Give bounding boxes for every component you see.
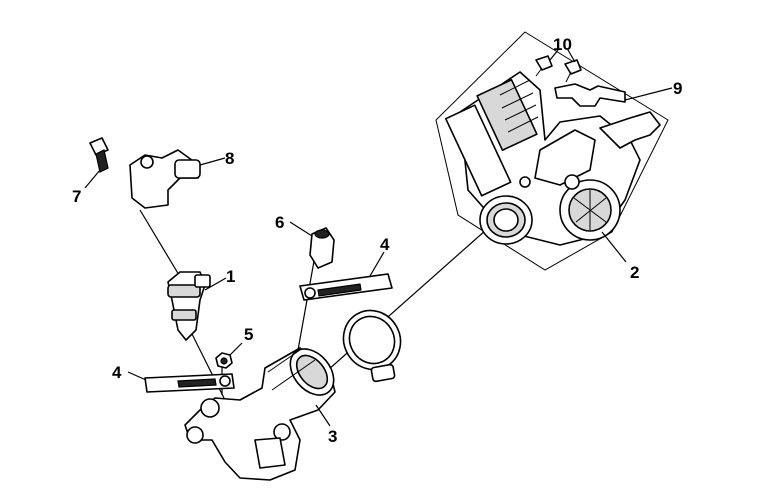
fuel-injector — [167, 271, 227, 341]
intake-manifold — [184, 347, 336, 481]
callout-1: 1 — [226, 267, 235, 286]
throttle-body-enclosure — [435, 31, 669, 271]
callout-4-lower: 4 — [112, 363, 122, 382]
clamp-strap-upper — [299, 251, 393, 301]
throttle-body — [444, 71, 661, 246]
nut — [215, 342, 243, 369]
callout-5: 5 — [244, 325, 253, 344]
injector-holder — [129, 149, 226, 209]
callout-9: 9 — [673, 79, 682, 98]
callout-4-upper: 4 — [380, 235, 390, 254]
leader-2 — [601, 231, 627, 263]
callout-10: 10 — [553, 35, 572, 54]
bolt — [84, 137, 109, 189]
callout-6: 6 — [275, 213, 284, 232]
injector-cap — [289, 221, 335, 269]
screws — [535, 49, 582, 83]
callout-3: 3 — [328, 427, 337, 446]
bracket — [554, 83, 673, 107]
callout-2: 2 — [630, 263, 639, 282]
callout-8: 8 — [225, 149, 234, 168]
clamp-strap-lower — [127, 371, 235, 393]
hose-clamp — [342, 309, 402, 383]
callout-7: 7 — [72, 187, 81, 206]
